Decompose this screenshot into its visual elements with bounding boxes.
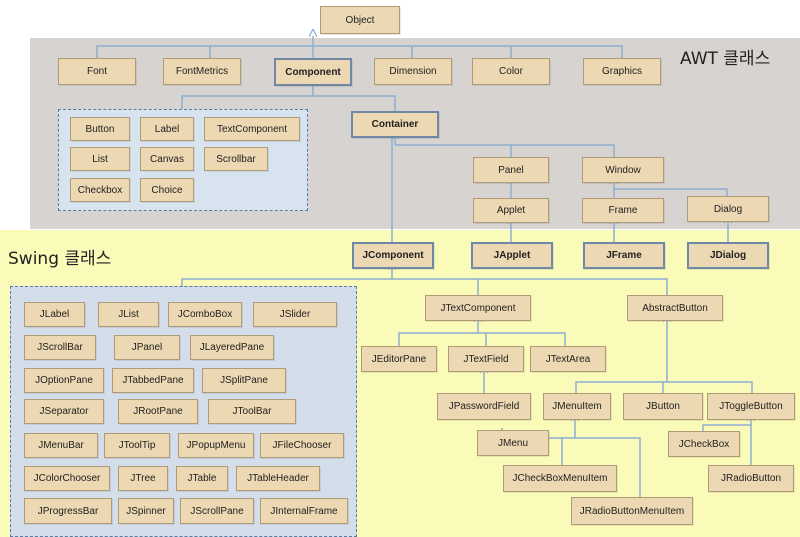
node-scrollbar: Scrollbar [204,147,268,171]
edge-component-group [181,86,313,109]
node-jtogglebutton: JToggleButton [707,393,795,420]
node-checkbox: Checkbox [70,178,130,202]
node-jradiobutton: JRadioButton [708,465,794,492]
node-jtextarea: JTextArea [530,346,606,372]
node-graphics: Graphics [583,58,661,85]
node-font: Font [58,58,136,85]
node-jseparator: JSeparator [24,399,104,424]
node-jlist: JList [98,302,159,327]
node-jcheckboxmenuitem: JCheckBoxMenuItem [503,465,617,492]
node-jradiobuttonmenuitem: JRadioButtonMenuItem [571,497,693,525]
node-jtoolbar: JToolBar [208,399,296,424]
edge-container-panel [395,144,512,157]
edge-dialog-window [614,188,728,196]
node-jrootpane: JRootPane [118,399,198,424]
node-jspinner: JSpinner [118,498,174,524]
node-label: Label [140,117,194,141]
node-jtooltip: JToolTip [104,433,170,458]
node-jframe: JFrame [583,242,665,269]
edge-container-window [511,144,615,157]
edge-object-children [96,45,623,58]
node-jeditorpane: JEditorPane [361,346,437,372]
node-jmenuitem: JMenuItem [543,393,611,420]
node-list: List [70,147,130,171]
node-jtable: JTable [176,466,228,491]
node-jdialog: JDialog [687,242,769,269]
node-jtextfield: JTextField [448,346,524,372]
node-window: Window [582,157,664,183]
node-container: Container [351,111,439,138]
node-textcomponent: TextComponent [204,117,300,141]
node-jpanel: JPanel [114,335,180,360]
edge-jtextcomponent-children [398,332,566,346]
edge-jtogglebutton-children [702,424,752,465]
node-jsplitpane: JSplitPane [202,368,286,393]
node-jmenubar: JMenuBar [24,433,98,458]
node-frame: Frame [582,198,664,223]
node-jprogressbar: JProgressBar [24,498,112,524]
node-panel: Panel [473,157,549,183]
node-jcomponent: JComponent [352,242,434,269]
node-jtableheader: JTableHeader [236,466,320,491]
node-jscrollbar: JScrollBar [24,335,96,360]
node-jfilechooser: JFileChooser [260,433,344,458]
node-applet: Applet [473,198,549,223]
node-fontmetrics: FontMetrics [163,58,241,85]
node-abstractbutton: AbstractButton [627,295,723,321]
node-color: Color [472,58,550,85]
node-dialog: Dialog [687,196,769,222]
node-jscrollpane: JScrollPane [180,498,254,524]
node-jlayeredpane: JLayeredPane [190,335,274,360]
edge-container-component [313,95,396,111]
node-jcheckbox: JCheckBox [668,431,740,457]
node-component: Component [274,58,352,86]
node-jpasswordfield: JPasswordField [437,393,531,420]
node-jtabbedpane: JTabbedPane [112,368,194,393]
node-button: Button [70,117,130,141]
node-jpopupmenu: JPopupMenu [178,433,254,458]
node-object: Object [320,6,400,34]
node-jcolorchooser: JColorChooser [24,466,110,491]
node-jslider: JSlider [253,302,337,327]
node-jcombobox: JComboBox [168,302,242,327]
node-japplet: JApplet [471,242,553,269]
node-jinternalframe: JInternalFrame [260,498,348,524]
swing-region-label: Swing 클래스 [8,249,112,269]
node-jmenu: JMenu [477,430,549,456]
node-jtextcomponent: JTextComponent [425,295,531,321]
awt-region-label: AWT 클래스 [680,49,771,69]
node-dimension: Dimension [374,58,452,85]
node-jbutton: JButton [623,393,703,420]
node-jlabel: JLabel [24,302,85,327]
node-canvas: Canvas [140,147,194,171]
node-joptionpane: JOptionPane [24,368,104,393]
node-jtree: JTree [118,466,168,491]
edge-jcomponent-children [181,278,668,295]
edge-abstractbutton-children [575,381,753,393]
node-choice: Choice [140,178,194,202]
